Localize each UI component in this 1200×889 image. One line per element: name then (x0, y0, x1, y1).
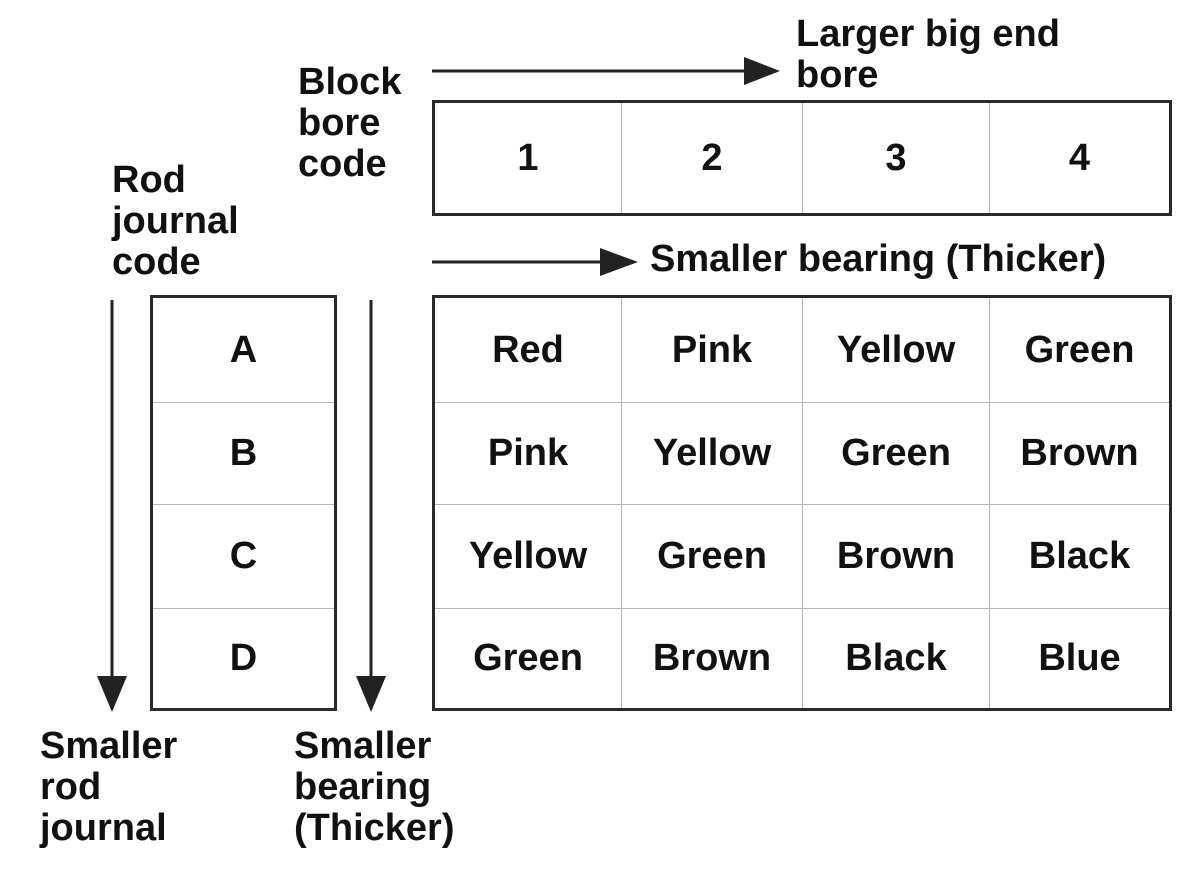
bearing-color-cell: Blue (1038, 637, 1121, 679)
rod-journal-code-line-3: code (112, 241, 201, 283)
block-bore-code-line-3: code (298, 143, 387, 185)
bearing-color-cell: Brown (622, 609, 803, 708)
rod-code-cell: C (153, 505, 334, 609)
rod-journal-code-line-2: journal (112, 200, 239, 242)
bearing-color-cell: Black (990, 505, 1169, 609)
rod-code-cell: A (153, 298, 334, 403)
bearing-color-cell: Yellow (435, 505, 622, 609)
larger-big-end-bore-line-1: Larger big end (796, 13, 1060, 55)
bearing-color-cell: Pink (622, 298, 803, 403)
arrow-larger-big-end-bore (432, 57, 780, 85)
arrow-smaller-bearing-right (432, 248, 638, 276)
bearing-color-cell: Brown (803, 505, 990, 609)
rod-journal-code-line-1: Rod (112, 159, 186, 201)
bore-code-cell: 3 (803, 103, 990, 213)
bore-code-cell: 1 (435, 103, 622, 213)
bore-code-cell: 4 (1068, 136, 1091, 179)
arrow-smaller-rod-journal (97, 300, 127, 712)
smaller-bearing-down-line-1: Smaller (294, 725, 432, 767)
smaller-rod-journal-label: Smaller rod journal (40, 726, 177, 849)
block-bore-code-line-2: bore (298, 102, 381, 144)
smaller-bearing-down-line-2: bearing (294, 766, 432, 808)
bore-code-cell: 2 (622, 103, 803, 213)
bearing-color-cell: Red (435, 298, 622, 403)
smaller-rod-journal-line-2: rod (40, 766, 102, 808)
block-bore-code-label: Block bore code (298, 62, 401, 185)
larger-big-end-bore-label: Larger big end bore (796, 14, 1060, 96)
block-bore-code-line-1: Block (298, 61, 402, 103)
bearing-color-cell: Green (622, 505, 803, 609)
smaller-rod-journal-line-3: journal (40, 807, 167, 849)
bearing-color-cell: Yellow (803, 298, 990, 403)
arrow-smaller-bearing-down (356, 300, 386, 712)
smaller-bearing-thicker-down-label: Smaller bearing (Thicker) (294, 726, 454, 849)
smaller-bearing-down-line-3: (Thicker) (294, 807, 455, 849)
rod-journal-code-label: Rod journal code (112, 160, 239, 283)
rod-journal-code-grid: A B C D (150, 295, 337, 711)
rod-code-cell: D (229, 637, 258, 679)
smaller-bearing-thicker-right-label: Smaller bearing (Thicker) (650, 238, 1107, 280)
rod-code-cell: B (153, 403, 334, 505)
bearing-color-cell: Black (803, 609, 990, 708)
bearing-color-cell: Pink (435, 403, 622, 505)
block-bore-code-grid: 1 2 3 4 (432, 100, 1172, 216)
larger-big-end-bore-line-2: bore (796, 54, 879, 96)
bearing-color-cell: Green (435, 609, 622, 708)
bearing-color-cell: Green (803, 403, 990, 505)
bearing-color-cell: Brown (990, 403, 1169, 505)
smaller-rod-journal-line-1: Smaller (40, 725, 178, 767)
bearing-color-cell: Green (990, 298, 1169, 403)
bearing-color-grid: Red Pink Yellow Green Pink Yellow Green … (432, 295, 1172, 711)
bearing-color-cell: Yellow (622, 403, 803, 505)
